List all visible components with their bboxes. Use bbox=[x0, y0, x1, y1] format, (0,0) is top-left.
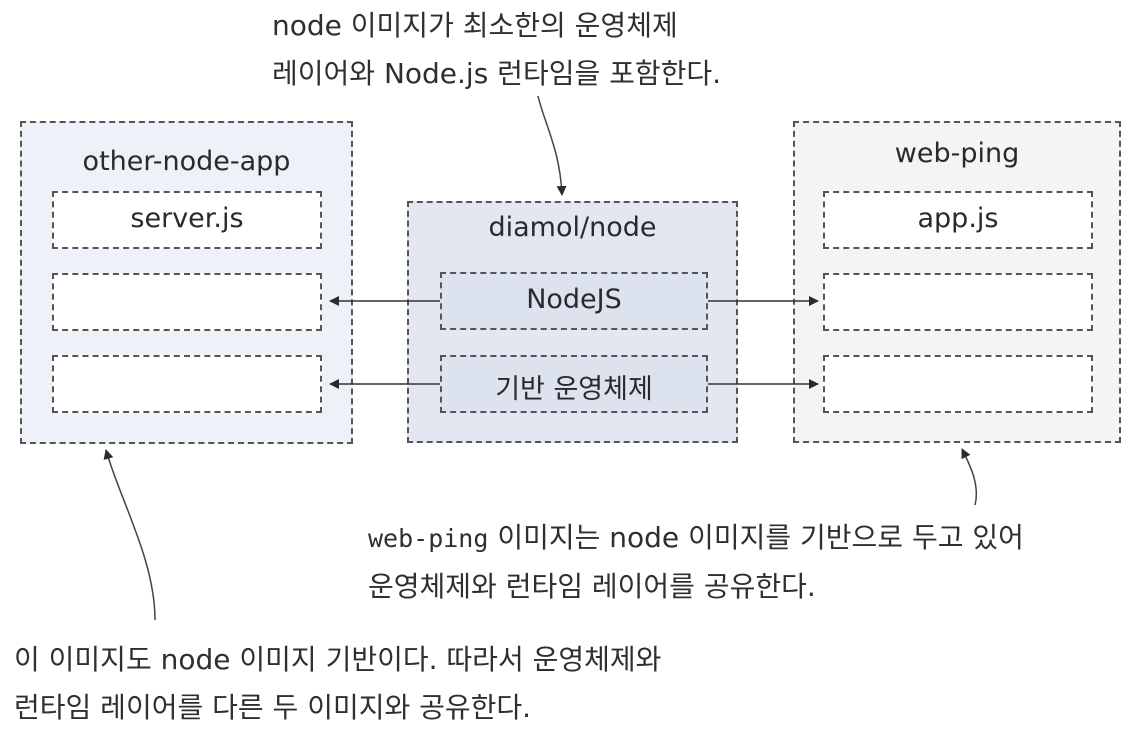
right-annotation-line-2: 운영체제와 런타임 레이어를 공유한다. bbox=[368, 570, 816, 603]
right-annotation-text-a: 이미지는 bbox=[488, 521, 610, 554]
right-annotation-line-1: web-ping 이미지는 node 이미지를 기반으로 두고 있어 bbox=[368, 514, 1024, 563]
bottom-annotation: 이 이미지도 node 이미지 기반이다. 따라서 운영체제와 런타임 레이어를… bbox=[14, 636, 661, 732]
right-runtime-layer bbox=[823, 273, 1093, 331]
image-web-ping-title: web-ping bbox=[894, 138, 1020, 169]
right-app-layer-label: app.js bbox=[917, 203, 999, 234]
top-annotation-node-keyword: node bbox=[272, 9, 342, 42]
right-os-layer bbox=[823, 355, 1093, 413]
top-annotation: node 이미지가 최소한의 운영체제 레이어와 Node.js 런타임을 포함… bbox=[272, 2, 721, 98]
base-os-layer-label: 기반 운영체제 bbox=[495, 374, 653, 405]
left-runtime-layer bbox=[52, 273, 322, 331]
left-os-layer bbox=[52, 355, 322, 413]
bottom-annotation-text-b: 이미지 기반이다. 따라서 운영체제와 bbox=[230, 643, 662, 676]
image-other-node-app-title: other-node-app bbox=[82, 146, 291, 177]
bottom-annotation-node-keyword: node bbox=[160, 643, 231, 676]
right-annotation-web-ping-keyword: web-ping bbox=[368, 524, 489, 553]
right-app-layer bbox=[823, 191, 1093, 249]
bottom-annotation-line-1: 이 이미지도 node 이미지 기반이다. 따라서 운영체제와 bbox=[14, 636, 661, 684]
image-diamol-node-title: diamol/node bbox=[488, 212, 657, 243]
left-app-layer bbox=[52, 191, 322, 249]
base-os-layer bbox=[440, 355, 708, 413]
bottom-callout-arrow bbox=[103, 449, 156, 621]
right-annotation-node-keyword: node bbox=[609, 521, 680, 554]
bottom-annotation-text-a: 이 이미지도 bbox=[14, 643, 161, 676]
nodejs-runtime-layer-label: NodeJS bbox=[526, 284, 622, 315]
right-annotation: web-ping 이미지는 node 이미지를 기반으로 두고 있어 운영체제와… bbox=[368, 514, 1024, 611]
bottom-annotation-line-2: 런타임 레이어를 다른 두 이미지와 공유한다. bbox=[14, 691, 532, 724]
right-annotation-text-b: 이미지를 기반으로 두고 있어 bbox=[679, 521, 1024, 554]
right-callout-arrow bbox=[961, 448, 977, 506]
top-annotation-line-2: 레이어와 Node.js 런타임을 포함한다. bbox=[272, 57, 722, 90]
top-annotation-line-1: node 이미지가 최소한의 운영체제 bbox=[272, 2, 721, 50]
top-annotation-line-1-text: 이미지가 최소한의 운영체제 bbox=[341, 9, 678, 42]
nodejs-runtime-layer bbox=[440, 272, 708, 330]
top-callout-arrow bbox=[537, 95, 567, 196]
left-app-layer-label: server.js bbox=[130, 203, 244, 234]
